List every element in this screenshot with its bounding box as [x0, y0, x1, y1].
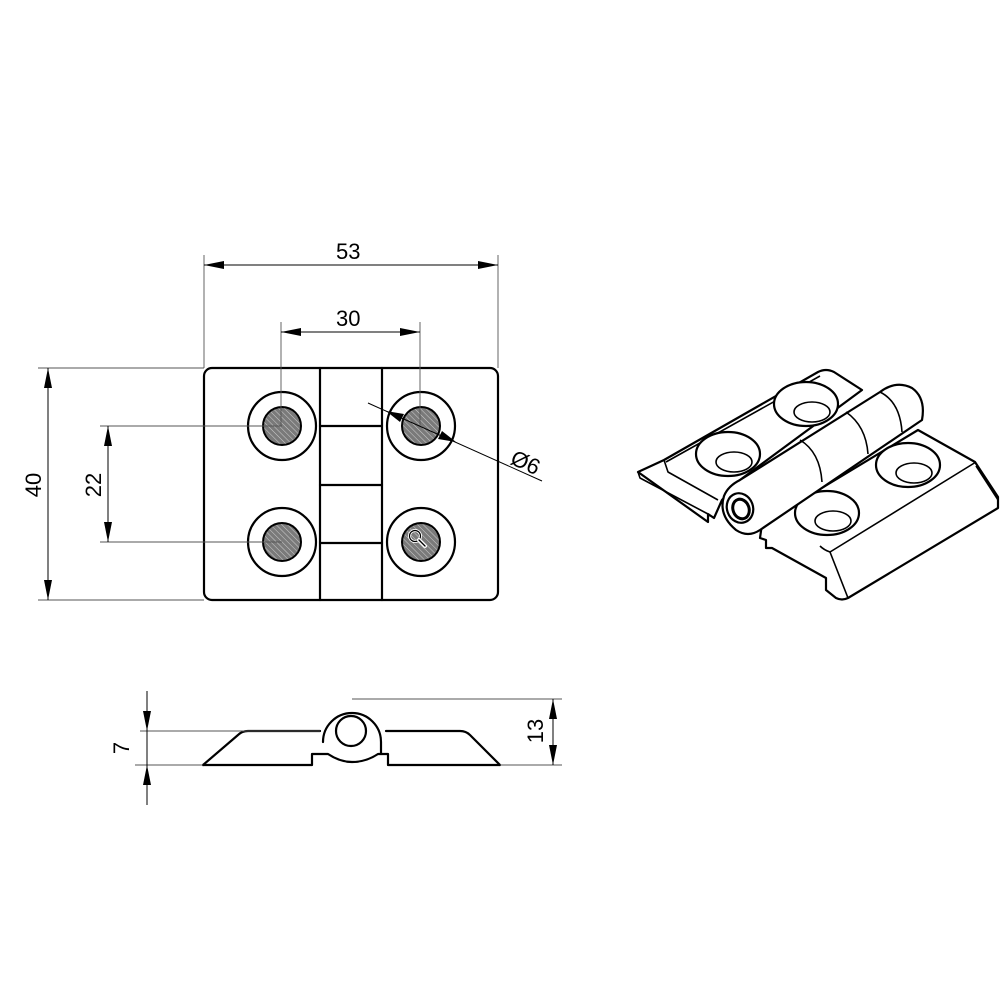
- dimension-label-30: 30: [336, 306, 361, 331]
- dimension-diameter: [367, 402, 543, 482]
- left-leaf: [201, 729, 322, 767]
- iso-hole-4: [793, 489, 861, 537]
- magnifier-icon[interactable]: [408, 529, 427, 548]
- side-view: [135, 691, 562, 805]
- plate-outline: [202, 366, 500, 602]
- dimension-40: [44, 368, 52, 600]
- knuckle-outer: [321, 711, 383, 756]
- dimension-53: [204, 261, 498, 269]
- top-view: [38, 255, 543, 602]
- iso-hole-1: [772, 380, 840, 428]
- pin-hole: [334, 714, 368, 748]
- dimension-7: [143, 691, 151, 805]
- iso-hole-3: [874, 441, 942, 489]
- hole-top-right: [385, 390, 457, 462]
- dimension-22: [104, 426, 112, 542]
- dimension-label-40: 40: [21, 472, 47, 498]
- dimension-label-7: 7: [109, 741, 135, 755]
- iso-knuckle: [721, 383, 924, 536]
- isometric-view: [636, 368, 1000, 601]
- dimension-label-13: 13: [523, 718, 549, 744]
- dimension-30: [281, 328, 420, 336]
- dimension-label-22: 22: [81, 472, 107, 498]
- right-leaf: [384, 729, 502, 767]
- iso-hole-2: [694, 430, 762, 478]
- dimension-label-53: 53: [336, 239, 361, 264]
- dimension-13: [549, 699, 557, 765]
